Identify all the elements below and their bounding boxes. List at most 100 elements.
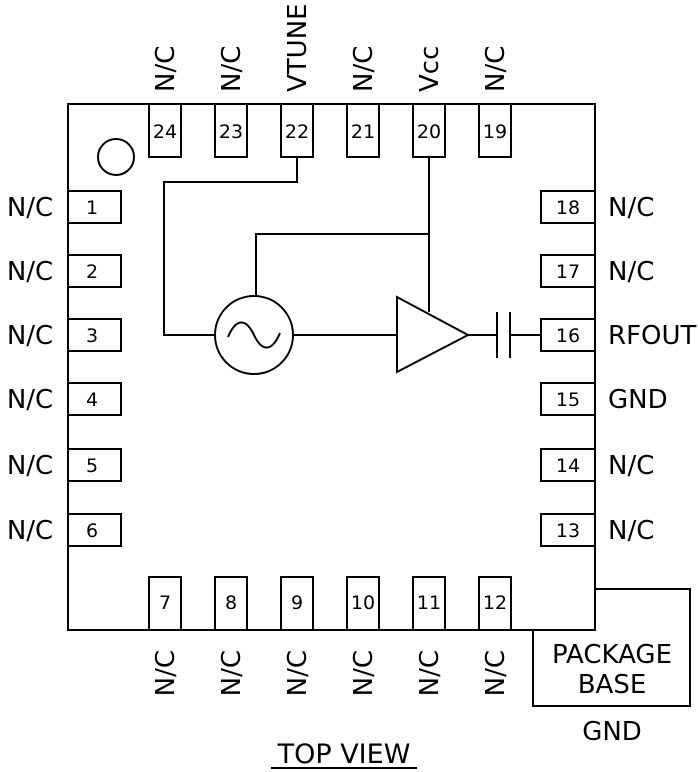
pin-19: 19 N/C <box>478 46 512 158</box>
pin-number: 21 <box>351 121 375 143</box>
pin-pad <box>478 103 512 158</box>
pin-number: 23 <box>219 121 243 143</box>
package-body <box>67 103 596 631</box>
package-base-line2: BASE <box>578 670 647 700</box>
pin-number: 22 <box>285 121 309 143</box>
vcc-osc-wire <box>255 233 429 296</box>
pin-pad <box>148 576 182 631</box>
pin1-marker-icon <box>97 138 135 176</box>
pin-22: 22 VTUNE <box>280 3 314 158</box>
pin-label: N/C <box>7 321 53 351</box>
pin-label: N/C <box>349 46 379 92</box>
pin-number: 4 <box>86 389 98 411</box>
left-pins: 1N/C2N/C3N/C4N/C5N/C6N/C <box>7 190 122 547</box>
pin-pad <box>214 576 248 631</box>
pin-15: 15 GND <box>540 382 668 416</box>
pin-label: N/C <box>283 650 313 696</box>
pin-number: 12 <box>483 592 507 614</box>
pin-9: 9N/C <box>280 576 314 696</box>
pin-pad <box>346 103 380 158</box>
pin-number: 6 <box>86 520 98 542</box>
capacitor-icon <box>496 312 511 358</box>
pin-pad <box>67 382 122 416</box>
pin-14: 14 N/C <box>540 448 654 482</box>
pin-label: N/C <box>7 193 53 223</box>
pin-number: 5 <box>86 455 98 477</box>
pin-label: N/C <box>217 650 247 696</box>
pin-23: 23 N/C <box>214 46 248 158</box>
pin-pad <box>67 318 122 352</box>
pin-number: 18 <box>556 197 580 219</box>
pin-24: 24 N/C <box>148 46 182 158</box>
pin-label: N/C <box>608 193 654 223</box>
pin-label: N/C <box>7 516 53 546</box>
pin-18: 18 N/C <box>540 190 654 224</box>
pin-label: N/C <box>217 46 247 92</box>
pin-label: VTUNE <box>283 3 313 92</box>
pin-number: 3 <box>86 325 98 347</box>
pin-pad <box>540 190 596 224</box>
pin-pad <box>412 576 446 631</box>
pin-12: 12N/C <box>478 576 512 696</box>
package-base-outline <box>532 588 691 707</box>
pin-number: 2 <box>86 261 98 283</box>
pin-label: N/C <box>608 451 654 481</box>
pin-pad <box>478 576 512 631</box>
pin-label: N/C <box>349 650 379 696</box>
pin-2: 2 N/C <box>7 254 122 288</box>
pin-13: 13 N/C <box>540 513 654 547</box>
pin-number: 13 <box>556 520 580 542</box>
pin-label: N/C <box>481 46 511 92</box>
pin-pad <box>540 254 596 288</box>
package-base-gnd-label: GND <box>582 717 642 747</box>
pin-pad <box>67 190 122 224</box>
pin-number: 19 <box>483 121 507 143</box>
pin-number: 24 <box>153 121 177 143</box>
pin-pad <box>214 103 248 158</box>
pin-pad <box>346 576 380 631</box>
view-title: TOP VIEW <box>277 739 411 770</box>
pin-number: 15 <box>556 389 580 411</box>
pin-10: 10N/C <box>346 576 380 696</box>
pin-label: N/C <box>151 46 181 92</box>
pin-6: 6 N/C <box>7 513 122 547</box>
pin-label: N/C <box>415 650 445 696</box>
pin-label: N/C <box>7 385 53 415</box>
pin-number: 1 <box>86 197 98 219</box>
pin-number: 17 <box>556 261 580 283</box>
pin-21: 21 N/C <box>346 46 380 158</box>
pin-number: 7 <box>159 592 171 614</box>
pin-number: 10 <box>351 592 375 614</box>
pin-3: 3 N/C <box>7 318 122 352</box>
pin-label: N/C <box>608 516 654 546</box>
amplifier-triangle-icon <box>396 295 471 374</box>
pin-number: 9 <box>291 592 303 614</box>
pin-number: 14 <box>556 455 580 477</box>
pin-pad <box>540 448 596 482</box>
pin-label: N/C <box>7 451 53 481</box>
pin-pad <box>67 448 122 482</box>
pin-5: 5 N/C <box>7 448 122 482</box>
sine-oscillator-icon <box>214 295 294 375</box>
pin-pad <box>540 382 596 416</box>
pin-label: N/C <box>151 650 181 696</box>
pin-label: GND <box>608 385 668 415</box>
pin-number: 8 <box>225 592 237 614</box>
pin-number: 16 <box>556 325 580 347</box>
pin-label: N/C <box>481 650 511 696</box>
pin-16: 16 RFOUT <box>540 318 697 352</box>
package-base-line1: PACKAGE <box>552 640 672 670</box>
pin-number: 11 <box>417 592 441 614</box>
pin-label: N/C <box>7 257 53 287</box>
pin-1: 1 N/C <box>7 190 122 224</box>
pin-label: RFOUT <box>608 321 697 351</box>
pin-4: 4 N/C <box>7 382 122 416</box>
internal-circuit <box>163 157 541 375</box>
pin-pad <box>67 254 122 288</box>
